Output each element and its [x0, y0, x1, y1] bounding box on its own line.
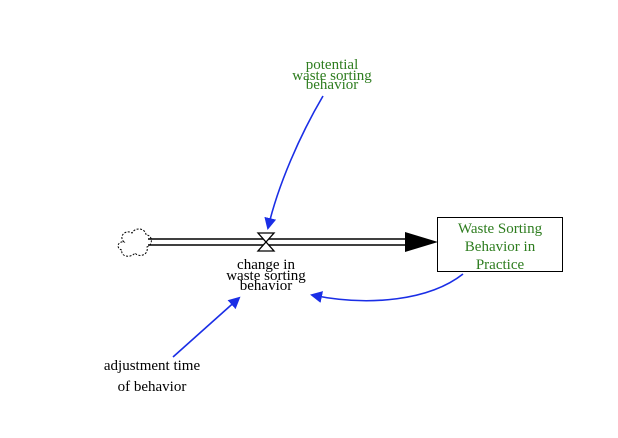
link-potential-to-flow[interactable] — [264, 95, 324, 230]
flow-valve-icon[interactable] — [256, 232, 276, 252]
link-adjustment-to-flow[interactable] — [172, 296, 241, 358]
potential-label-line-2[interactable]: waste sorting — [292, 68, 372, 84]
stock-label-line-1: Waste Sorting — [457, 221, 543, 237]
source-cloud-icon — [117, 228, 152, 257]
potential-label-line-1[interactable]: potential — [305, 57, 359, 73]
link-stock-to-flow[interactable] — [310, 273, 464, 303]
flow-label-line-2[interactable]: waste sorting — [226, 268, 306, 284]
flow-arrowhead — [405, 232, 438, 252]
potential-label-line-3[interactable]: behavior — [305, 77, 359, 93]
flow-label-line-3[interactable]: behavior — [239, 278, 293, 294]
stock-label-line-3: Practice — [475, 257, 525, 273]
adjustment-label-line-2[interactable]: of behavior — [117, 379, 187, 395]
flow-label-line-1[interactable]: change in — [237, 257, 295, 273]
adjustment-label-line-1[interactable]: adjustment time — [103, 358, 201, 374]
flow-pipe — [148, 238, 410, 246]
stock-box[interactable] — [437, 217, 563, 272]
stock-label-line-2: Behavior in — [464, 239, 536, 255]
